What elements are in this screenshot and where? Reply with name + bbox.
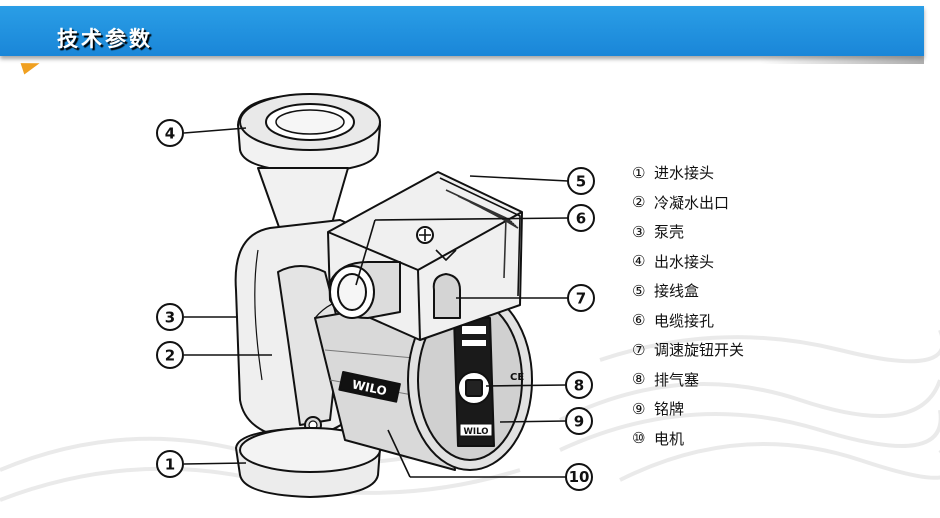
svg-text:10: 10: [569, 468, 590, 486]
motor-brand-plate: [338, 371, 401, 403]
callout-10: 10: [565, 463, 593, 491]
svg-text:4: 4: [165, 125, 175, 143]
callout-7: 7: [567, 284, 595, 312]
pump-drawing: WILO WILO CE: [234, 93, 533, 498]
svg-text:6: 6: [576, 210, 586, 228]
svg-text:9: 9: [574, 413, 584, 431]
callout-circles: 4 5 6 7 3 2 8 9 1 10: [156, 119, 595, 491]
speed-switch-knob: [432, 273, 461, 319]
callout-6: 6: [567, 204, 595, 232]
header-shadow-tail: [760, 56, 924, 64]
svg-text:5: 5: [576, 173, 586, 191]
callout-3: 3: [156, 303, 184, 331]
svg-text:3: 3: [165, 309, 175, 327]
callout-9: 9: [565, 407, 593, 435]
callout-5: 5: [567, 167, 595, 195]
svg-text:2: 2: [165, 347, 175, 365]
callout-4: 4: [156, 119, 184, 147]
svg-text:1: 1: [165, 456, 175, 474]
header-bar: 技术参数: [0, 6, 924, 56]
callout-1: 1: [156, 450, 184, 478]
svg-text:7: 7: [576, 290, 586, 308]
nameplate-brand-label: WILO: [464, 427, 489, 437]
svg-text:8: 8: [574, 377, 584, 395]
ce-mark: CE: [510, 372, 524, 383]
page-title: 技术参数: [57, 27, 153, 51]
leader-lines: [183, 127, 569, 478]
callout-8: 8: [565, 371, 593, 399]
callout-2: 2: [156, 341, 184, 369]
